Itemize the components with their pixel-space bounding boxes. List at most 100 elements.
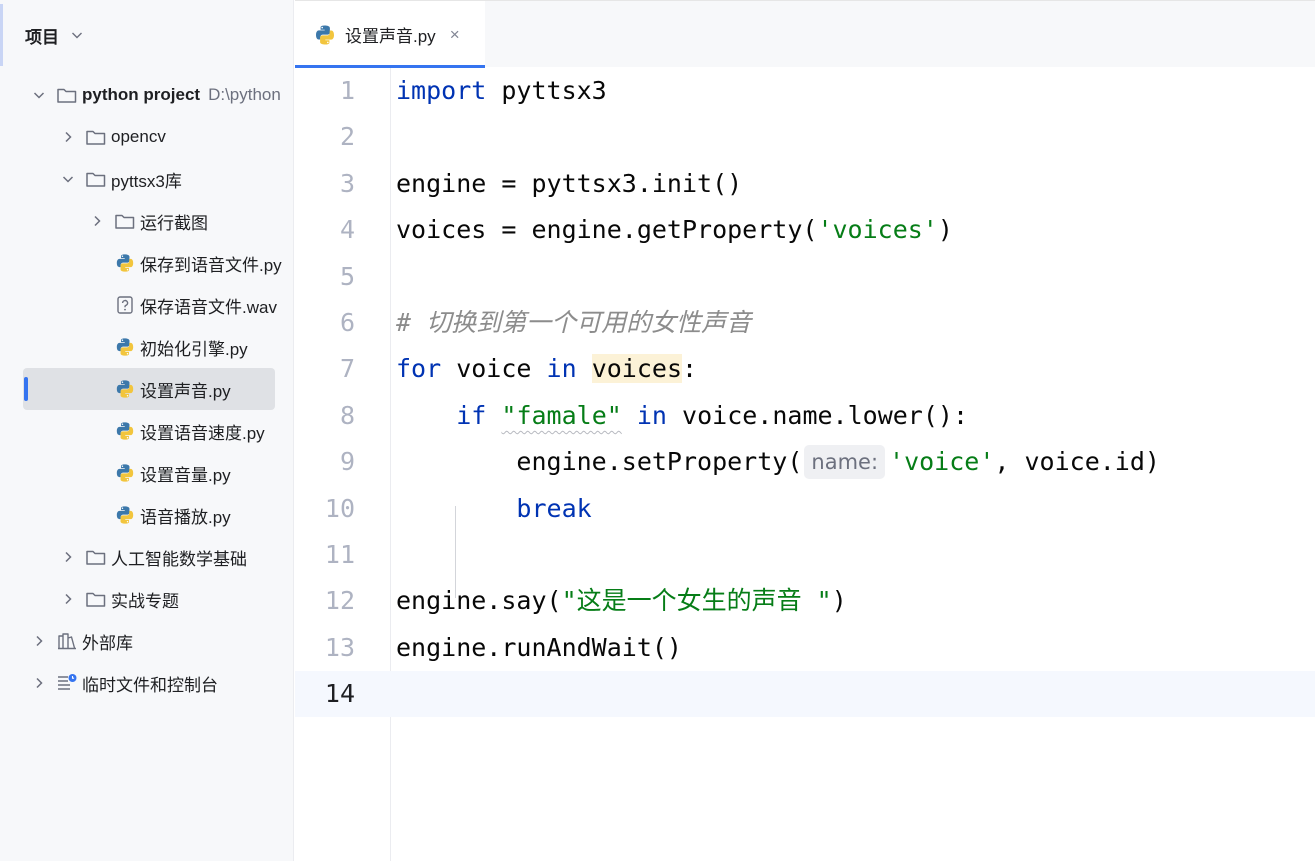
code-token: voices [591,354,682,384]
tree-item-label: 人工智能数学基础 [111,549,247,569]
selection-highlight [23,368,275,410]
selection-indicator [24,377,28,401]
project-panel-header: 项目 [0,0,293,70]
python-file-icon [114,505,136,525]
code-line[interactable]: 6# 切换到第一个可用的女性声音 [295,300,1315,346]
tree-item-init-engine[interactable]: 初始化引擎.py [0,330,293,364]
python-file-icon [114,337,136,357]
tree-item-set-voice[interactable]: 设置声音.py [0,368,293,410]
code-token: ) [831,586,847,616]
tree-item-label: 语音播放.py [140,507,231,527]
code-line[interactable]: 8 if "famale" in voice.name.lower(): [295,393,1315,439]
code-token [486,401,501,430]
tree-item-ai-math[interactable]: 人工智能数学基础 [0,540,293,574]
code-token [396,494,516,523]
code-token: 'voices' [817,215,938,245]
project-view-selector[interactable]: 项目 [25,27,59,48]
parameter-name-hint: name: [804,445,886,480]
tree-item-label: 保存语音文件.wav [140,297,277,317]
tree-item-wav-file[interactable]: 保存语音文件.wav [0,288,293,322]
line-number: 2 [339,122,355,152]
folder-icon [85,547,107,567]
line-number-gutter [295,68,391,861]
unknown-file-icon [114,295,136,315]
python-file-icon [114,463,136,483]
chevron-right-icon[interactable] [31,633,47,649]
chevron-down-icon[interactable] [31,87,47,103]
line-number: 10 [324,493,355,523]
code-text: for voice in voices: [396,346,697,392]
close-icon[interactable]: × [449,24,460,44]
tab-label: 设置声音.py [345,27,436,46]
tree-item-label: 保存到语音文件.py [140,255,282,275]
tree-item-practice[interactable]: 实战专题 [0,582,293,616]
chevron-right-icon[interactable] [60,129,76,145]
tree-leaf-spacer [89,381,105,397]
code-token: in [636,400,667,430]
tree-item-label: 外部库 [82,633,133,653]
code-line[interactable]: 11 [295,532,1315,578]
code-line[interactable]: 9 engine.setProperty(name:'voice', voice… [295,439,1315,485]
line-number: 12 [324,586,355,616]
code-line[interactable]: 13 engine.runAndWait() [295,625,1315,671]
tree-item-set-volume[interactable]: 设置音量.py [0,456,293,490]
chevron-down-icon[interactable] [69,27,85,43]
code-text: if "famale" in voice.name.lower(): [396,393,968,439]
code-line[interactable]: 14 [295,671,1315,718]
code-token: engine.say( [396,586,562,616]
tree-item-pyttsx3[interactable]: pyttsx3库 [0,162,293,196]
tree-item-play-speech[interactable]: 语音播放.py [0,498,293,532]
line-number: 13 [324,632,355,662]
code-token: voice [441,354,547,384]
chevron-right-icon[interactable] [60,591,76,607]
code-text: engine = pyttsx3.init() [396,161,742,207]
code-line[interactable]: 2 [295,114,1315,160]
tree-leaf-spacer [89,339,105,355]
library-icon [56,631,78,651]
code-token: ) [937,215,953,245]
chevron-right-icon[interactable] [31,675,47,691]
line-number: 4 [339,215,355,245]
code-line[interactable]: 5 [295,254,1315,300]
folder-icon [56,85,78,105]
tree-item-label: 运行截图 [140,213,208,233]
line-number: 5 [339,261,355,291]
tree-item-scratches[interactable]: 临时文件和控制台 [0,666,293,700]
tree-item-external-libs[interactable]: 外部库 [0,624,293,658]
code-text: engine.setProperty(name:'voice', voice.i… [396,439,1160,485]
code-line[interactable]: 7 for voice in voices: [295,346,1315,392]
tree-item-run-screenshots[interactable]: 运行截图 [0,204,293,238]
tree-item-set-rate[interactable]: 设置语音速度.py [0,414,293,448]
code-text: engine.runAndWait() [396,625,682,671]
code-token: # 切换到第一个可用的女性声音 [396,308,752,337]
code-token: : [682,354,698,384]
tree-item-label: 实战专题 [111,591,179,611]
line-number: 9 [339,447,355,477]
tree-leaf-spacer [89,297,105,313]
code-token: 'voice' [889,447,995,477]
line-number: 7 [339,354,355,384]
tree-item-opencv[interactable]: opencv [0,120,293,154]
panel-accent-bar [0,4,3,66]
folder-icon [85,169,107,189]
tree-item-save-to-audio-file[interactable]: 保存到语音文件.py [0,246,293,280]
tree-leaf-spacer [89,465,105,481]
tab-set-voice-py[interactable]: 设置声音.py × [295,1,485,68]
code-token: in [546,354,577,384]
chevron-down-icon[interactable] [60,171,76,187]
chevron-right-icon[interactable] [60,549,76,565]
tree-item-label: pyttsx3库 [111,171,182,191]
folder-icon [114,211,136,231]
chevron-right-icon[interactable] [89,213,105,229]
line-number: 11 [324,540,355,569]
code-token: voice.name.lower(): [666,400,969,430]
code-line[interactable]: 10 break [295,486,1315,532]
line-number: 8 [339,400,355,430]
